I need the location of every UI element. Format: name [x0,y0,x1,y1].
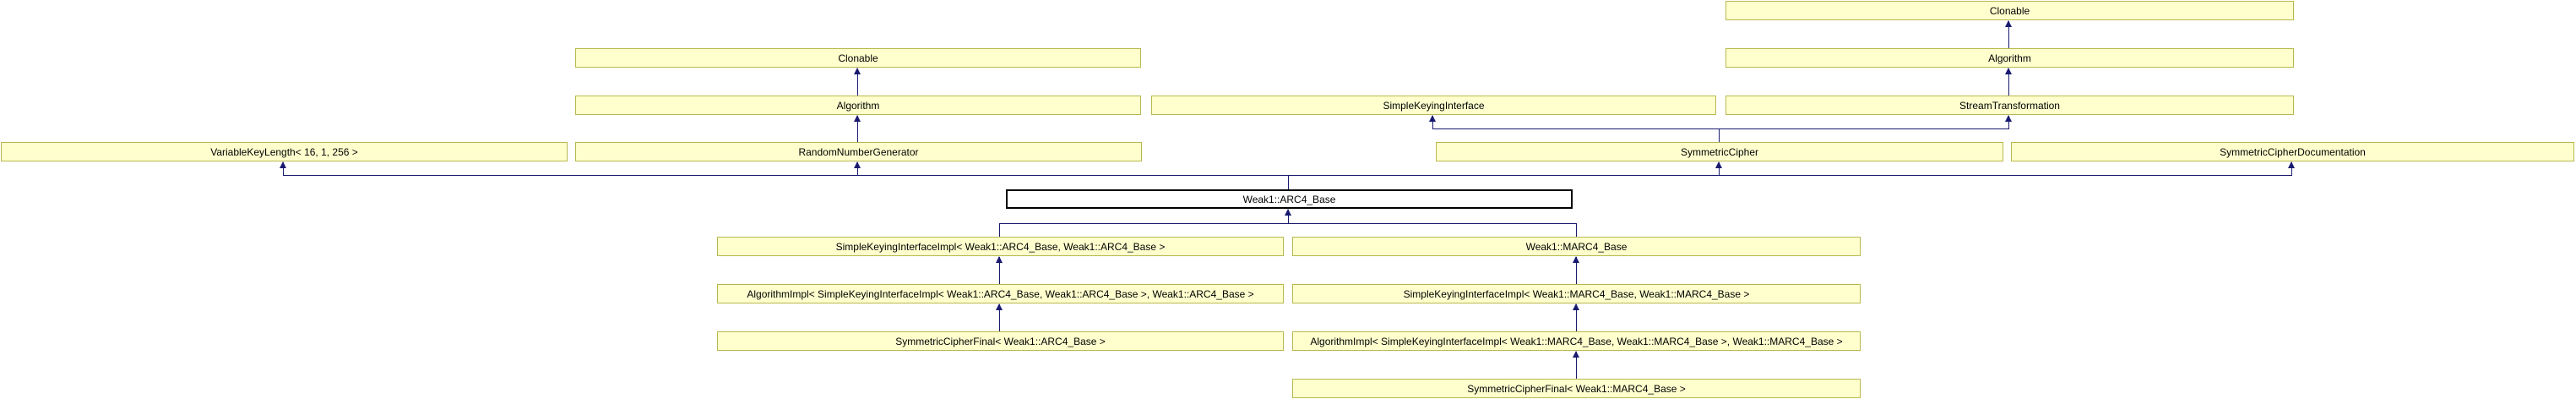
edge-line [1288,175,1289,189]
edge-line [857,162,858,175]
class-node-algorithm-impl-marc4[interactable]: AlgorithmImpl< SimpleKeyingInterfaceImpl… [1292,331,1861,351]
edge-line [2008,21,2009,48]
edge-line [283,162,284,175]
edge-line [999,223,1000,237]
edge-line [857,68,858,96]
edge-line [1719,128,1720,142]
edge-line [2291,162,2292,175]
class-node-variable-key-length[interactable]: VariableKeyLength< 16, 1, 256 > [1,142,568,161]
class-node-clonable-top[interactable]: Clonable [1725,1,2294,20]
class-node-symmetric-cipher-final-arc4[interactable]: SymmetricCipherFinal< Weak1::ARC4_Base > [717,331,1284,351]
edge-line [999,223,1577,224]
edge-line [1576,223,1577,237]
class-node-symmetric-cipher[interactable]: SymmetricCipher [1436,142,2003,161]
class-node-algorithm-impl-arc4[interactable]: AlgorithmImpl< SimpleKeyingInterfaceImpl… [717,284,1284,303]
class-node-symmetric-cipher-documentation[interactable]: SymmetricCipherDocumentation [2011,142,2574,161]
class-node-simple-keying-interface[interactable]: SimpleKeyingInterface [1151,96,1716,115]
edge-line [1288,210,1289,223]
edge-line [1719,162,1720,175]
class-node-clonable-left[interactable]: Clonable [575,48,1141,68]
edge-line [1432,116,1433,128]
class-node-stream-transformation[interactable]: StreamTransformation [1725,96,2294,115]
edge-line [1576,352,1577,379]
edge-line [1432,128,2009,129]
class-node-symmetric-cipher-final-marc4[interactable]: SymmetricCipherFinal< Weak1::MARC4_Base … [1292,379,1861,398]
edge-line [2008,68,2009,96]
class-node-weak1-arc4-base: Weak1::ARC4_Base [1006,189,1573,209]
class-node-algorithm-right[interactable]: Algorithm [1725,48,2294,68]
edge-line [857,116,858,142]
edge-line [283,175,2292,176]
class-node-simple-keying-interface-impl-marc4[interactable]: SimpleKeyingInterfaceImpl< Weak1::MARC4_… [1292,284,1861,303]
edge-line [1576,257,1577,284]
class-node-random-number-generator[interactable]: RandomNumberGenerator [575,142,1142,161]
class-node-algorithm-left[interactable]: Algorithm [575,96,1141,115]
edge-line [999,304,1000,331]
class-node-simple-keying-interface-impl-arc4[interactable]: SimpleKeyingInterfaceImpl< Weak1::ARC4_B… [717,237,1284,256]
class-node-weak1-marc4-base[interactable]: Weak1::MARC4_Base [1292,237,1861,256]
edge-line [2008,116,2009,128]
edge-line [999,257,1000,284]
edge-line [1576,304,1577,331]
